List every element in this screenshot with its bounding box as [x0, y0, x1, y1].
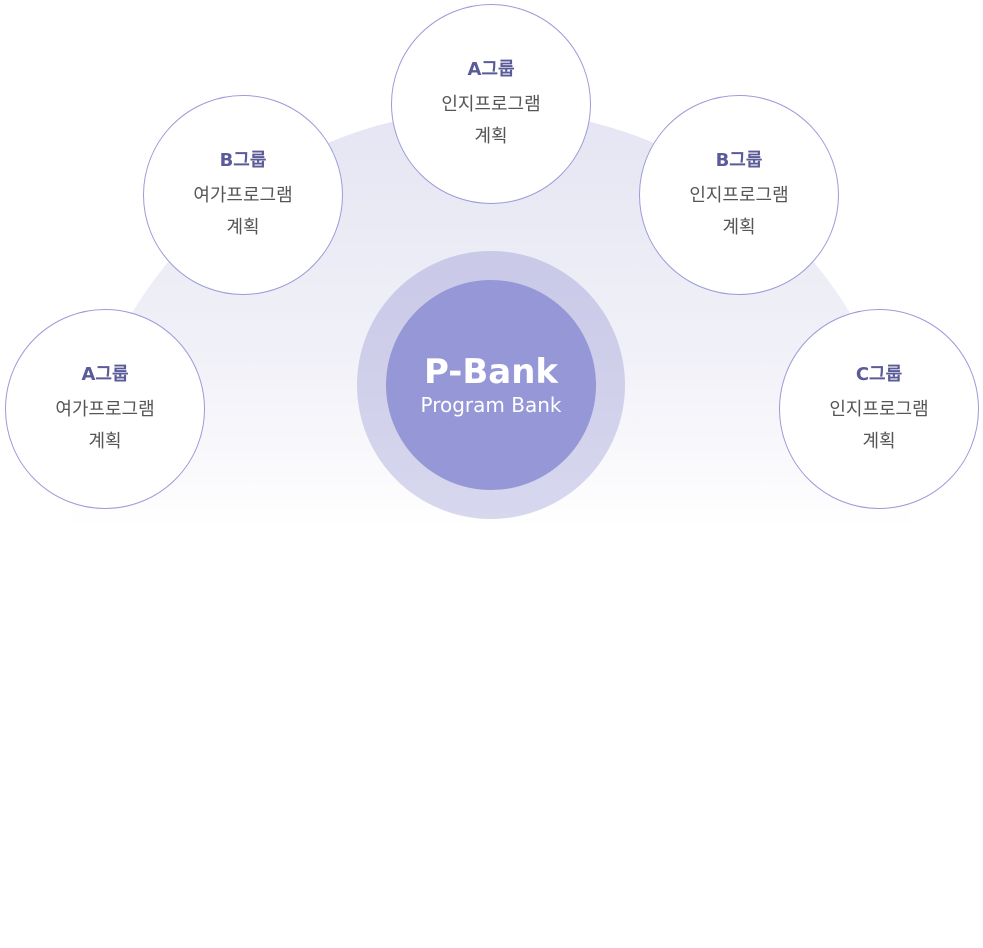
center-circle: P-Bank Program Bank — [386, 280, 596, 490]
node-desc-line2: 계획 — [226, 217, 260, 238]
node-group-label: C그룹 — [855, 364, 903, 385]
node-desc-line1: 인지프로그램 — [441, 94, 541, 115]
node-desc-line2: 계획 — [474, 126, 508, 147]
node-desc-line1: 인지프로그램 — [829, 399, 929, 420]
center-subtitle: Program Bank — [420, 393, 562, 417]
node-desc-line1: 인지프로그램 — [689, 185, 789, 206]
node-a-cognitive: A그룹 인지프로그램 계획 — [391, 4, 591, 204]
node-desc-line2: 계획 — [88, 431, 122, 452]
center-title: P-Bank — [423, 352, 559, 392]
node-desc-line1: 여가프로그램 — [55, 399, 155, 420]
node-group-label: B그룹 — [219, 150, 267, 171]
node-b-leisure: B그룹 여가프로그램 계획 — [143, 95, 343, 295]
node-b-cognitive: B그룹 인지프로그램 계획 — [639, 95, 839, 295]
node-desc-line1: 여가프로그램 — [193, 185, 293, 206]
node-group-label: A그룹 — [81, 364, 129, 385]
node-desc-line2: 계획 — [862, 431, 896, 452]
node-c-cognitive: C그룹 인지프로그램 계획 — [779, 309, 979, 509]
node-desc-line2: 계획 — [722, 217, 756, 238]
node-group-label: B그룹 — [715, 150, 763, 171]
node-a-leisure: A그룹 여가프로그램 계획 — [5, 309, 205, 509]
node-group-label: A그룹 — [467, 59, 515, 80]
